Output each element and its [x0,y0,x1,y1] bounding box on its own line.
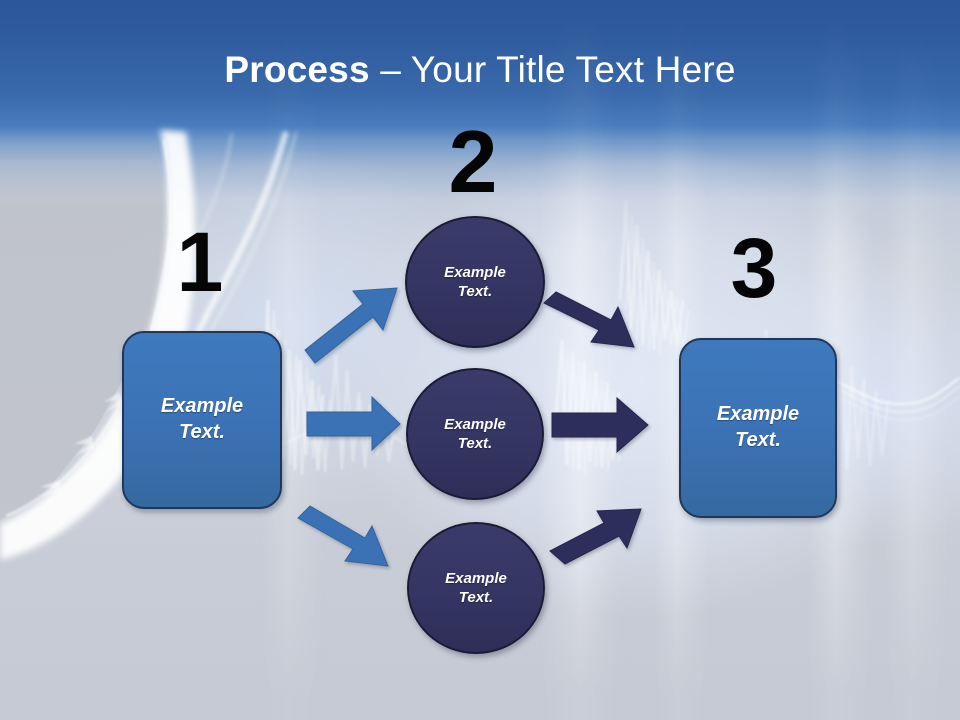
arrow-input-to-middle-circle [306,395,401,452]
arrow-input-to-top-circle [304,287,398,364]
middle-process-circle-line2: Text. [457,435,493,452]
arrow-input-to-bottom-circle [297,505,389,567]
bottom-process-circle-line1: Example [445,569,507,587]
arrow-bottom-circle-to-output [549,508,642,565]
input-process-box-label: Example Text. [161,394,243,445]
input-process-box-line2: Text. [179,421,225,443]
middle-process-circle-line1: Example [444,415,506,433]
top-process-circle-label: Example Text. [444,263,506,301]
slide-title-rest: – Your Title Text Here [369,49,736,90]
input-process-box-line1: Example [160,395,244,418]
output-process-box-label: Example Text. [717,402,799,453]
bottom-process-circle[interactable]: Example Text. [407,522,545,654]
output-process-box-line1: Example [716,403,800,426]
top-process-circle-line1: Example [444,263,506,281]
input-process-box[interactable]: Example Text. [122,331,282,509]
bottom-process-circle-label: Example Text. [445,569,507,607]
slide-title: Process – Your Title Text Here [0,48,960,92]
step-number-2: 2 [448,112,498,211]
top-process-circle[interactable]: Example Text. [405,216,545,348]
output-process-box-line2: Text. [735,429,781,451]
output-process-box[interactable]: Example Text. [679,338,837,518]
bottom-process-circle-line2: Text. [458,589,494,606]
middle-process-circle[interactable]: Example Text. [406,368,544,500]
arrow-top-circle-to-output [543,291,635,348]
slide-title-bold: Process [224,49,370,90]
step-number-3: 3 [730,221,778,315]
top-process-circle-line2: Text. [457,283,493,300]
middle-process-circle-label: Example Text. [444,415,506,453]
arrow-middle-circle-to-output [551,396,649,454]
step-number-1: 1 [176,215,224,309]
